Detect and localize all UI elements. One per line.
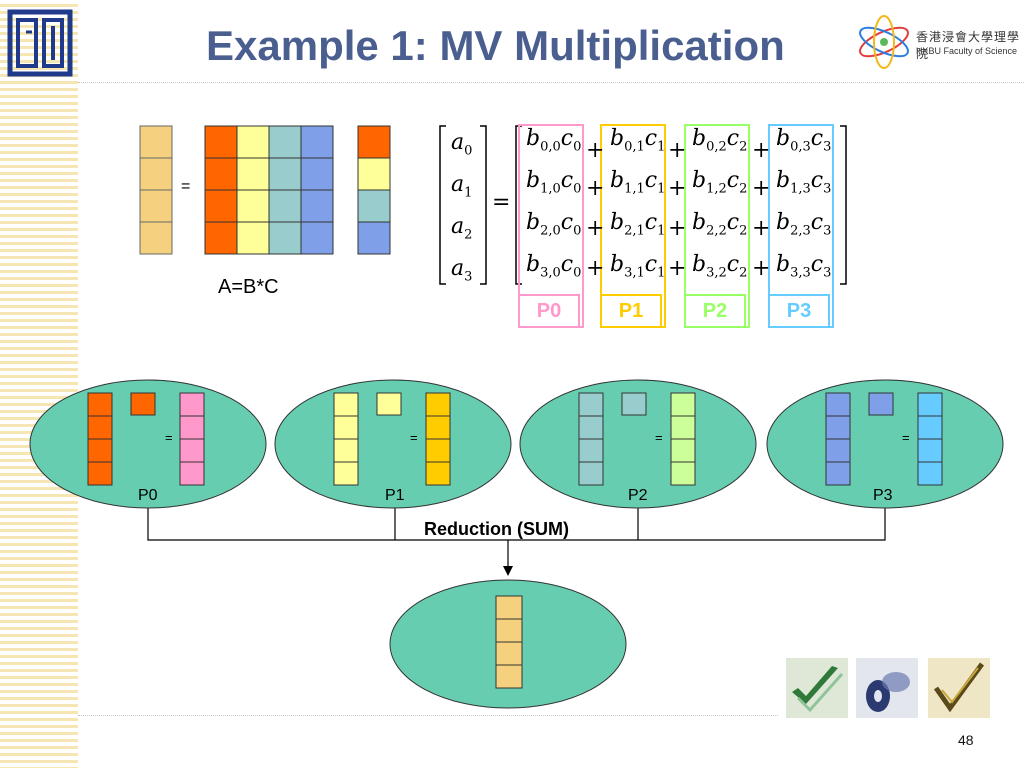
checkmark-icon (786, 658, 848, 718)
p2-label: P2 (684, 294, 746, 328)
term-b22c2: b2,2c2 (692, 210, 748, 239)
term-b03c3: b0,3c3 (776, 126, 832, 155)
term-b21c1: b2,1c1 (610, 210, 666, 239)
footer-divider (78, 715, 778, 716)
p2-node-label: P2 (628, 487, 648, 504)
p1-equals: = (410, 430, 418, 445)
equation-equals-sign: = (492, 190, 511, 215)
a2-term: a2 (451, 214, 473, 243)
p1-node-label: P1 (385, 487, 405, 504)
p3-node-label: P3 (873, 487, 893, 504)
term-b01c1: b0,1c1 (610, 126, 666, 155)
term-b12c2: b1,2c2 (692, 168, 748, 197)
faculty-logo: 香港浸會大學理學院 HKBU Faculty of Science (854, 14, 1024, 70)
plus-sign: + (586, 216, 605, 241)
a0-term: a0 (451, 130, 473, 159)
vector-a (139, 125, 173, 255)
term-b13c3: b1,3c3 (776, 168, 832, 197)
term-b02c2: b0,2c2 (692, 126, 748, 155)
plus-sign: + (752, 138, 771, 163)
plus-sign: + (668, 138, 687, 163)
p2-equals: = (655, 430, 663, 445)
decorative-stripes (0, 0, 78, 768)
pen-check-icon (928, 658, 990, 718)
term-b11c1: b1,1c1 (610, 168, 666, 197)
a3-term: a3 (451, 256, 473, 285)
picture-equals-sign: = (181, 178, 191, 195)
atom-icon (859, 15, 909, 69)
plus-sign: + (668, 256, 687, 281)
header-divider (78, 82, 1024, 83)
plus-sign: + (668, 216, 687, 241)
page-title: Example 1: MV Multiplication (206, 22, 785, 69)
p3-label: P3 (768, 294, 830, 328)
term-b32c2: b3,2c2 (692, 252, 748, 281)
term-b00c0: b0,0c0 (526, 126, 582, 155)
page-number: 48 (958, 732, 974, 748)
term-b30c0: b3,0c0 (526, 252, 582, 281)
faculty-name-chinese: 香港浸會大學理學院 (916, 30, 1021, 61)
plus-sign: + (586, 138, 605, 163)
term-b33c3: b3,3c3 (776, 252, 832, 281)
vector-c (357, 125, 391, 255)
p1-label: P1 (600, 294, 662, 328)
p3-equals: = (902, 430, 910, 445)
hkbu-book-logo (7, 9, 73, 77)
plus-sign: + (586, 176, 605, 201)
equation-label: A=B*C (218, 276, 279, 298)
faculty-name-english: HKBU Faculty of Science (916, 46, 1018, 56)
p0-node-label: P0 (138, 487, 158, 504)
p0-label: P0 (518, 294, 580, 328)
plus-sign: + (752, 216, 771, 241)
term-b23c3: b2,3c3 (776, 210, 832, 239)
matrix-vector-picture (139, 125, 391, 255)
a1-term: a1 (451, 172, 473, 201)
plus-sign: + (586, 256, 605, 281)
plus-sign: + (668, 176, 687, 201)
plus-sign: + (752, 256, 771, 281)
plus-sign: + (752, 176, 771, 201)
matrix-b (204, 125, 334, 255)
disc-icon (856, 658, 918, 718)
term-b10c0: b1,0c0 (526, 168, 582, 197)
reduction-label: Reduction (SUM) (424, 519, 569, 539)
term-b31c1: b3,1c1 (610, 252, 666, 281)
term-b20c0: b2,0c0 (526, 210, 582, 239)
p0-equals: = (165, 430, 173, 445)
